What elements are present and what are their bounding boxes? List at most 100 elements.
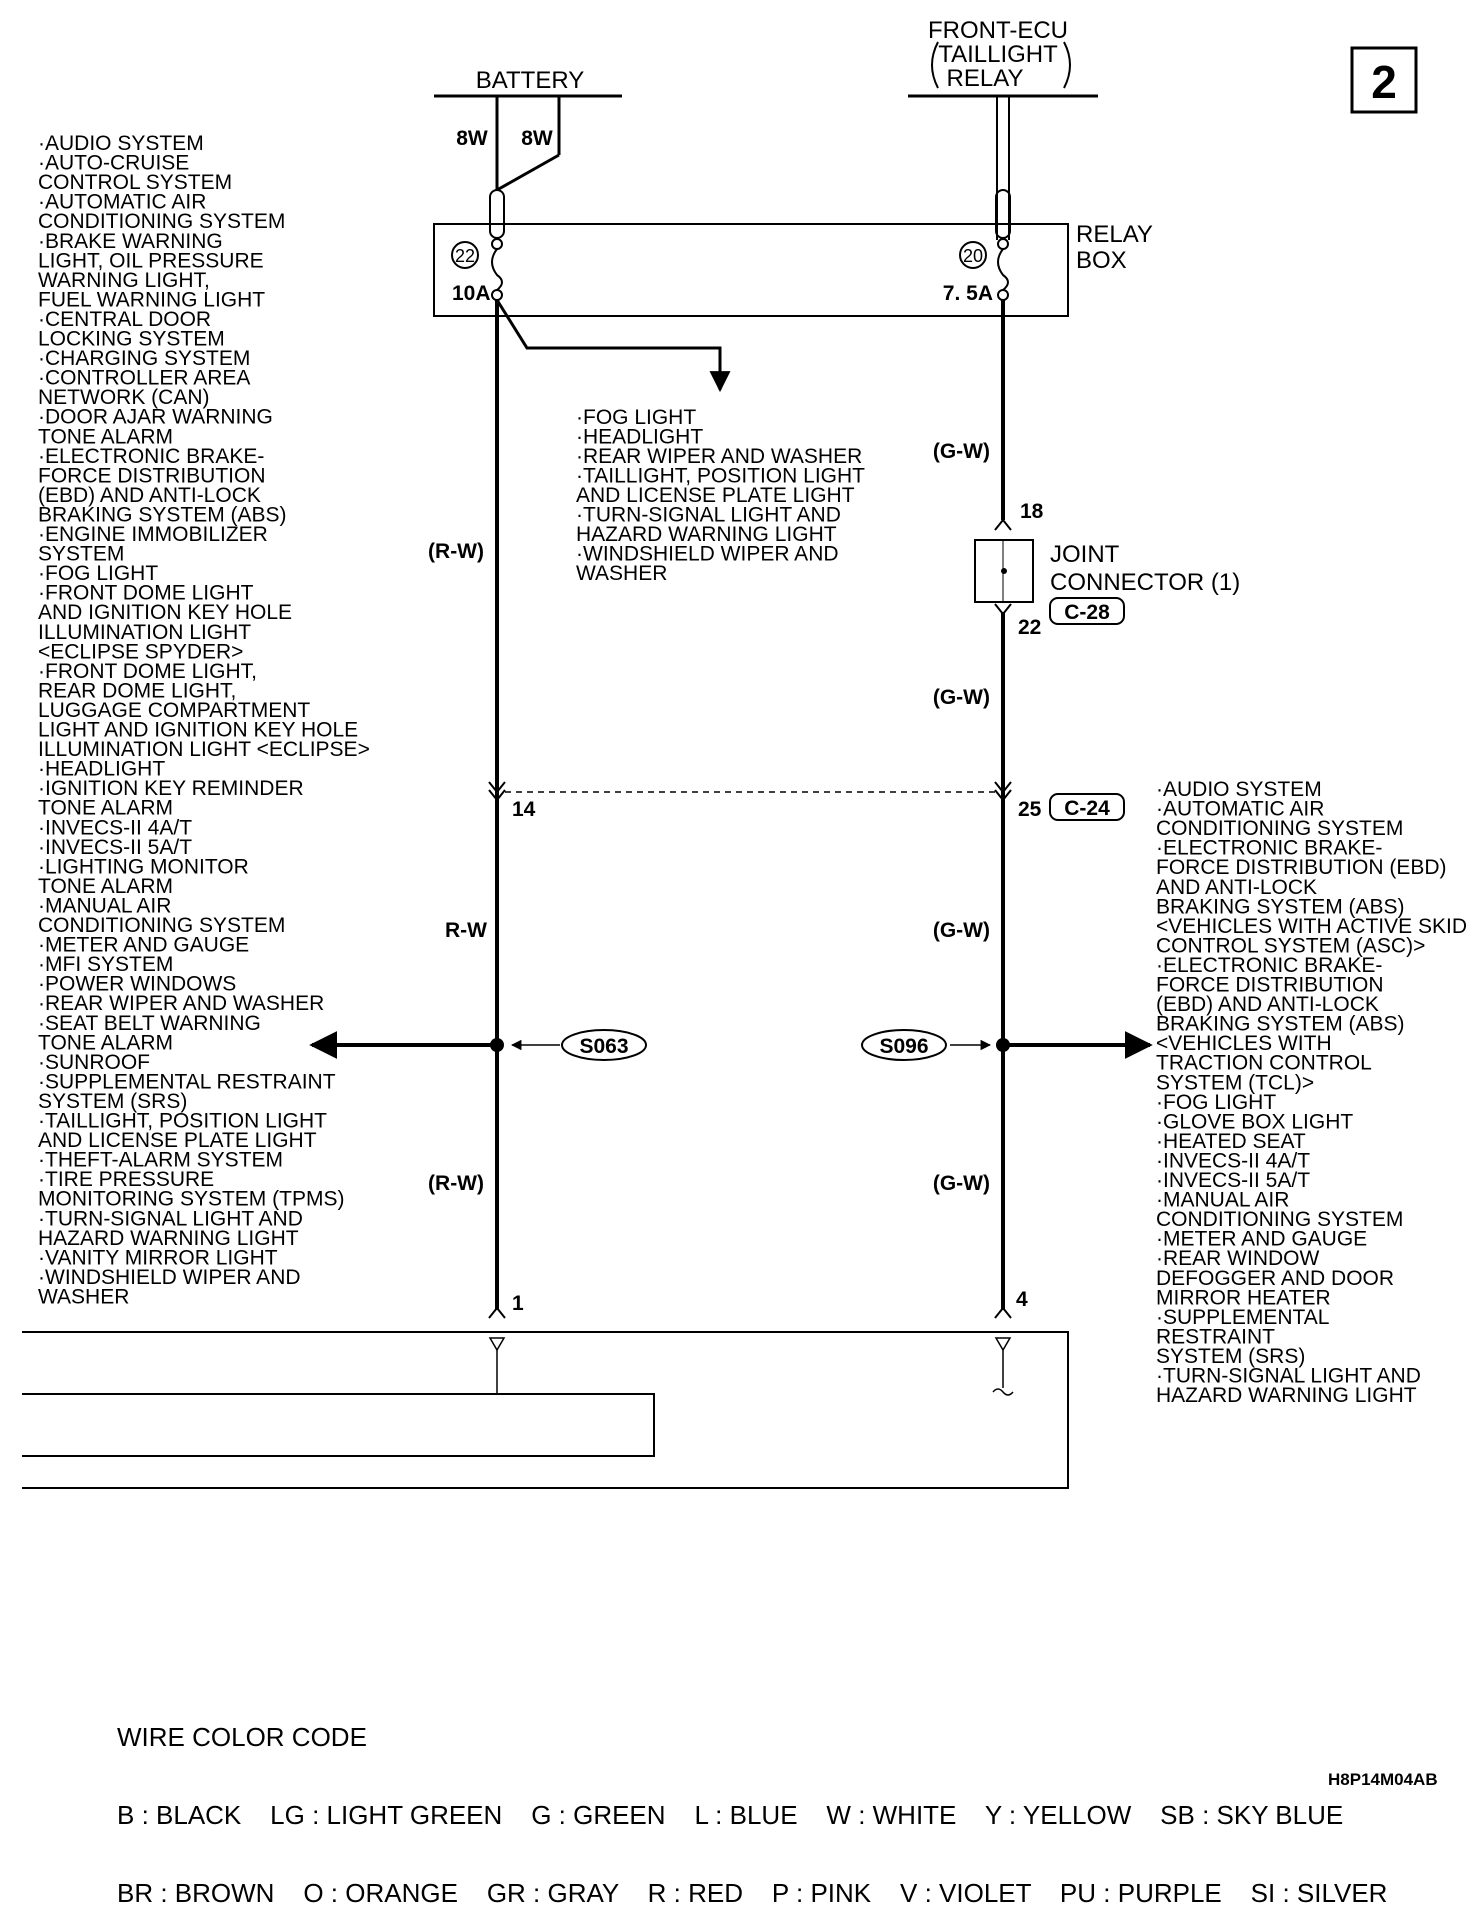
joint-connector-label-2: CONNECTOR (1) [1050,569,1240,596]
right-system-item: ·AUDIO SYSTEM [1156,778,1322,801]
right-system-item: <VEHICLES WITH ACTIVE SKID [1156,915,1467,938]
left-system-item: ·HEADLIGHT [38,758,165,781]
branch-item: ·FOG LIGHT [576,406,696,429]
left-system-item: HAZARD WARNING LIGHT [38,1227,299,1250]
battery-label: BATTERY [476,67,584,94]
left-system-item: ·INVECS-II 4A/T [38,816,192,839]
battery-wire-left: 8W [456,127,488,150]
left-system-item: BRAKING SYSTEM (ABS) [38,503,287,526]
left-system-item: CONTROL SYSTEM [38,171,232,194]
right-system-item: SYSTEM (TCL)> [1156,1071,1314,1094]
pin-25: 25 [1018,798,1042,821]
wire-label-left-2: R-W [445,919,487,942]
right-system-item: ·METER AND GAUGE [1156,1228,1367,1251]
right-system-item: RESTRAINT [1156,1325,1275,1348]
left-system-item: CONDITIONING SYSTEM [38,914,285,937]
left-system-item: TONE ALARM [38,1031,173,1054]
right-system-item: DEFOGGER AND DOOR [1156,1267,1394,1290]
branch-item: ·TURN-SIGNAL LIGHT AND [576,504,841,527]
right-system-item: ·ELECTRONIC BRAKE- [1156,837,1382,860]
fuse-20-rating: 7. 5A [943,282,993,305]
left-system-item: LIGHT, OIL PRESSURE [38,249,264,272]
left-system-item: TONE ALARM [38,797,173,820]
left-system-item: (EBD) AND ANTI-LOCK [38,484,261,507]
joint-pin-in: 18 [1020,500,1044,523]
splice-s096-label: S096 [879,1035,928,1058]
right-system-item: BRAKING SYSTEM (ABS) [1156,895,1405,918]
wire-color-code-row-1: B : BLACK LG : LIGHT GREEN G : GREEN L :… [117,1800,1344,1830]
right-system-list: ·AUDIO SYSTEM·AUTOMATIC AIR CONDITIONING… [1156,778,1467,1407]
left-system-item: ·AUTOMATIC AIR [38,191,206,214]
left-system-item: AND LICENSE PLATE LIGHT [38,1129,317,1152]
right-system-item: ·INVECS-II 4A/T [1156,1149,1310,1172]
left-system-item: ·TURN-SIGNAL LIGHT AND [38,1207,303,1230]
right-system-item: SYSTEM (SRS) [1156,1345,1305,1368]
right-system-item: CONTROL SYSTEM (ASC)> [1156,934,1425,957]
battery-wire-right: 8W [521,127,553,150]
page-number-box [1350,46,1418,114]
relay-box-label-2: BOX [1076,247,1127,274]
right-system-item: MIRROR HEATER [1156,1286,1331,1309]
left-system-item: ·CENTRAL DOOR [38,308,211,331]
bottom-unit-outline [22,1331,1069,1489]
fuse-22-branch-list: ·FOG LIGHT·HEADLIGHT·REAR WIPER AND WASH… [576,406,865,585]
wiring-diagram: 2 BATTERY 8W 8W FRONT-ECU TAILLIGHT RELA… [22,17,1467,1489]
fuse-20-number-circle [959,241,987,269]
left-system-item: ·INVECS-II 5A/T [38,836,192,859]
left-system-item: AND IGNITION KEY HOLE [38,601,292,624]
left-system-item: ·DOOR AJAR WARNING [38,406,273,429]
left-system-item: ·FRONT DOME LIGHT [38,582,254,605]
right-system-item: ·REAR WINDOW [1156,1247,1319,1270]
left-system-item: ·SEAT BELT WARNING [38,1012,261,1035]
left-system-item: ·TIRE PRESSURE [38,1168,214,1191]
right-system-item: ·HEATED SEAT [1156,1130,1306,1153]
left-system-item: ·SUNROOF [38,1051,150,1074]
diagram-code: H8P14M04AB [1328,1770,1438,1789]
left-system-item: ·VANITY MIRROR LIGHT [38,1246,278,1269]
left-system-item: NETWORK (CAN) [38,386,210,409]
splice-s063-label: S063 [579,1035,628,1058]
relay-box [433,223,1069,317]
left-system-item: WASHER [38,1285,129,1308]
connector-id-c24-box [1049,793,1125,821]
left-system-item: LIGHT AND IGNITION KEY HOLE [38,719,358,742]
page-number: 2 [1371,56,1397,108]
connector-id-c28-box [1049,597,1125,625]
front-ecu-relay-type: RELAY [947,65,1024,92]
left-system-item: ·MANUAL AIR [38,894,171,917]
wire-color-code-row-2: BR : BROWN O : ORANGE GR : GRAY R : RED … [117,1878,1388,1908]
right-system-item: AND ANTI-LOCK [1156,876,1317,899]
right-system-item: ·TURN-SIGNAL LIGHT AND [1156,1365,1421,1388]
left-system-item: ·MFI SYSTEM [38,953,173,976]
left-system-item: ·REAR WIPER AND WASHER [38,992,324,1015]
left-system-item: ·AUDIO SYSTEM [38,132,204,155]
left-system-item: ·METER AND GAUGE [38,934,249,957]
wire-color-code-legend: WIRE COLOR CODE B : BLACK LG : LIGHT GRE… [117,1672,1387,1932]
fuse-22-number: 22 [455,246,475,266]
left-system-item: ·TAILLIGHT, POSITION LIGHT [38,1110,327,1133]
left-system-item: ILLUMINATION LIGHT <ECLIPSE> [38,738,370,761]
left-system-item: ·ELECTRONIC BRAKE- [38,445,264,468]
joint-connector-box [974,539,1034,603]
right-system-item: ·INVECS-II 5A/T [1156,1169,1310,1192]
left-system-item: <ECLIPSE SPYDER> [38,640,243,663]
fuse-22-rating: 10A [452,282,491,305]
left-system-item: ·CONTROLLER AREA [38,367,250,390]
left-system-item: ILLUMINATION LIGHT [38,621,251,644]
fuse-20-number: 20 [963,246,983,266]
left-system-item: ·IGNITION KEY REMINDER [38,777,304,800]
left-system-item: TONE ALARM [38,425,173,448]
left-system-item: TONE ALARM [38,875,173,898]
branch-item: ·REAR WIPER AND WASHER [576,445,862,468]
left-system-item: SYSTEM [38,543,124,566]
wire-label-right-3: (G-W) [933,919,990,942]
left-system-list: ·AUDIO SYSTEM·AUTO-CRUISE CONTROL SYSTEM… [38,132,370,1308]
left-system-item: ·CHARGING SYSTEM [38,347,250,370]
wire-label-left-3: (R-W) [428,1172,484,1195]
left-system-item: LOCKING SYSTEM [38,328,225,351]
left-system-item: FORCE DISTRIBUTION [38,464,266,487]
right-system-item: (EBD) AND ANTI-LOCK [1156,993,1379,1016]
wire-label-right-1: (G-W) [933,440,990,463]
fuse-20-element [997,248,1009,291]
left-system-item: FUEL WARNING LIGHT [38,288,265,311]
